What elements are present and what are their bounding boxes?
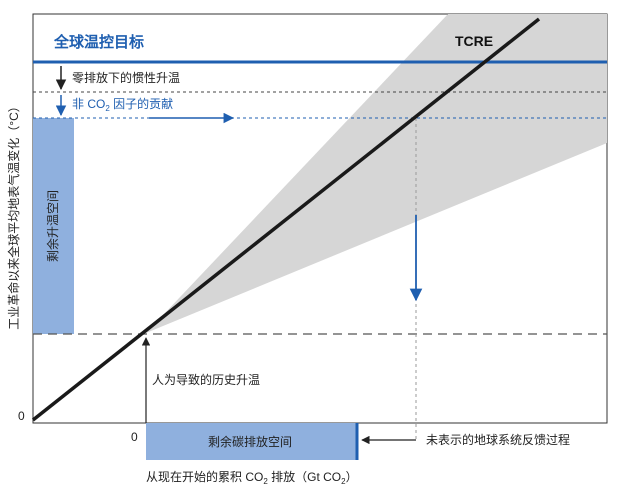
non-co2-label-suffix: 因子的贡献 bbox=[110, 96, 173, 111]
zero-emission-label: 零排放下的惯性升温 bbox=[72, 70, 180, 85]
non-co2-label-prefix: 非 CO bbox=[72, 97, 105, 111]
x-axis-title: 从现在开始的累积 CO2 排放（Gt CO2） bbox=[146, 469, 358, 486]
y-axis-zero: 0 bbox=[18, 409, 25, 423]
y-axis-title: 工业革命以来全球平均地表气温变化（°C） bbox=[6, 100, 21, 329]
historical-warming-label: 人为导致的历史升温 bbox=[152, 372, 260, 387]
global-target-label: 全球温控目标 bbox=[53, 33, 144, 51]
x-axis-title-c: ） bbox=[346, 470, 358, 484]
x-axis-title-a: 从现在开始的累积 CO bbox=[146, 469, 263, 484]
x-axis-title-b: 排放（Gt CO bbox=[268, 469, 341, 484]
x-axis-title-sub1: 2 bbox=[263, 477, 268, 486]
x-axis-zero: 0 bbox=[131, 430, 138, 444]
tcre-label: TCRE bbox=[455, 33, 493, 49]
remaining-warming-bar bbox=[33, 118, 74, 334]
x-axis-title-sub2: 2 bbox=[341, 477, 346, 486]
tcre-uncertainty-cone bbox=[146, 14, 607, 333]
remaining-budget-label: 剩余碳排放空间 bbox=[208, 434, 292, 449]
remaining-warming-label: 剩余升温空间 bbox=[45, 190, 60, 262]
remaining-budget-bar bbox=[146, 423, 357, 460]
tcre-line bbox=[31, 17, 541, 422]
non-co2-label: 非 CO2 因子的贡献 bbox=[72, 96, 173, 113]
feedback-label: 未表示的地球系统反馈过程 bbox=[426, 432, 570, 447]
non-co2-label-sub: 2 bbox=[105, 104, 110, 113]
